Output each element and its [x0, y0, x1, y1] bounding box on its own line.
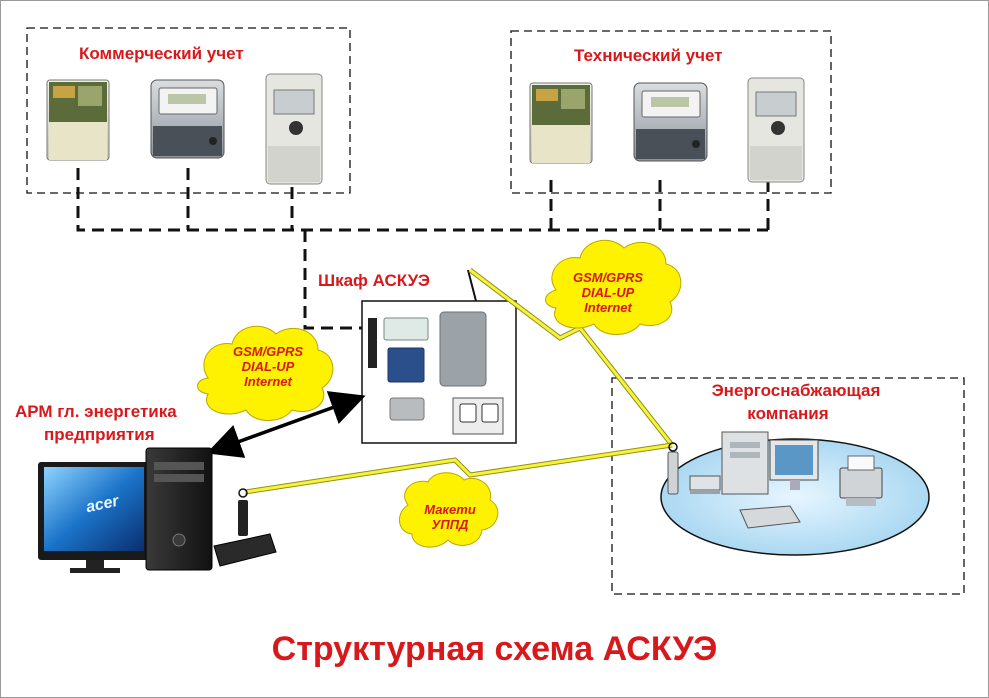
commercial-group-title: Коммерческий учет [79, 44, 244, 63]
cloud-left-text: GSM/GPRS DIAL-UP Internet [226, 344, 310, 389]
desktop-monitor-icon [38, 462, 150, 573]
lightning-link-icon [468, 268, 674, 447]
cloud-modem-line1: Макети [424, 502, 476, 517]
main-title: Структурная схема АСКУЭ [271, 630, 718, 668]
cloud-left-line1: GSM/GPRS [232, 344, 304, 359]
meter-bus-lines [76, 168, 770, 330]
energy-company-title-line1: Энергоснабжающая [711, 381, 881, 400]
printer-icon [839, 455, 883, 506]
electricity-meter-icon [150, 79, 225, 159]
electricity-meter-icon [747, 77, 805, 183]
cabinet-title: Шкаф АСКУЭ [318, 271, 431, 290]
commercial-group-box [26, 27, 351, 194]
monitor-icon [769, 439, 819, 490]
cloud-right-text: GSM/GPRS DIAL-UP Internet [566, 270, 650, 315]
workstation-cabinet-arrow [206, 391, 366, 458]
workstation-title-line2: предприятия [44, 425, 155, 444]
server-icon [721, 431, 769, 495]
electricity-meter-icon [265, 73, 323, 185]
electricity-meter-icon [46, 79, 110, 161]
cabinet-equipment-icon [361, 269, 517, 444]
electricity-meter-icon [633, 82, 708, 162]
cloud-modem-text: Макети УППД [410, 502, 490, 532]
technical-group-box [510, 30, 832, 194]
lightning-link-icon [244, 442, 673, 495]
cloud-modem [399, 472, 499, 548]
antenna-icon [667, 442, 679, 495]
workstation-title-line1: АРМ гл. энергетика [15, 402, 177, 421]
cloud-right-line3: Internet [584, 300, 632, 315]
cloud-right [545, 239, 682, 335]
cloud-left-line2: DIAL-UP [241, 359, 295, 374]
energy-company-title-line2: компания [747, 404, 829, 423]
keyboard-icon [739, 505, 801, 529]
cloud-right-line1: GSM/GPRS [572, 270, 644, 285]
cloud-modem-line2: УППД [431, 517, 469, 532]
technical-group-title: Технический учет [574, 46, 723, 65]
desktop-computer-icon [145, 447, 213, 571]
modem-icon [213, 488, 277, 567]
electricity-meter-icon [529, 82, 593, 164]
cloud-left-line3: Internet [244, 374, 292, 389]
network-switch-icon [689, 475, 721, 494]
cloud-left [197, 325, 334, 421]
energy-company-box [611, 377, 965, 595]
cloud-right-line2: DIAL-UP [581, 285, 635, 300]
